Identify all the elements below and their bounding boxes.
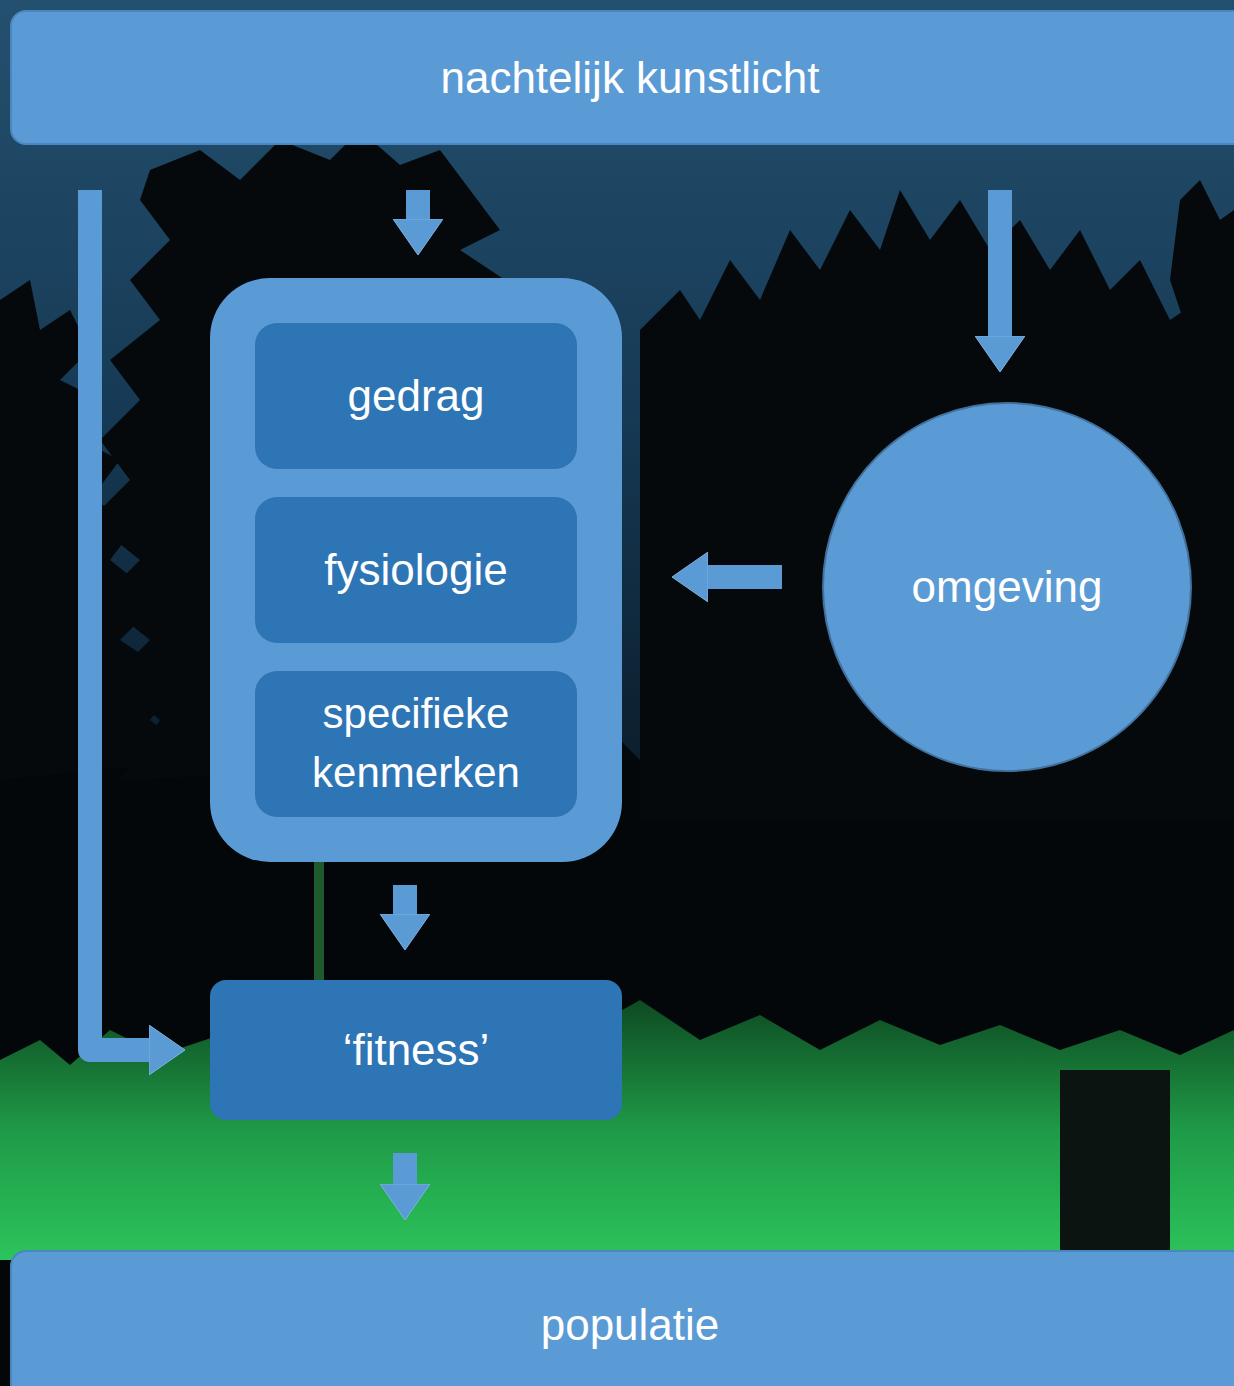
process-box: ‘fitness’ — [210, 980, 622, 1120]
band-box: nachtelijk kunstlicht — [10, 10, 1234, 145]
node-label: omgeving — [912, 556, 1103, 618]
node-label: nachtelijk kunstlicht — [440, 47, 819, 109]
block-arrow — [706, 565, 782, 589]
node-label: ‘fitness’ — [343, 1019, 490, 1081]
group-box: gedrag fysiologie specifieke kenmerken — [210, 278, 622, 862]
block-arrow — [988, 190, 1012, 338]
node-label: fysiologie — [324, 539, 507, 601]
environment-circle: omgeving — [822, 402, 1192, 772]
block-arrow — [393, 1153, 417, 1186]
block-arrow — [90, 190, 151, 1050]
node-label: specifieke kenmerken — [275, 685, 557, 803]
node-label: gedrag — [347, 365, 484, 427]
band-box: populatie — [10, 1250, 1234, 1386]
block-arrow — [406, 190, 430, 221]
process-box: gedrag — [255, 323, 577, 469]
process-box: specifieke kenmerken — [255, 671, 577, 817]
process-box: fysiologie — [255, 497, 577, 643]
circle-shape — [823, 403, 1191, 771]
node-label: populatie — [541, 1294, 720, 1356]
block-arrow — [393, 885, 417, 916]
